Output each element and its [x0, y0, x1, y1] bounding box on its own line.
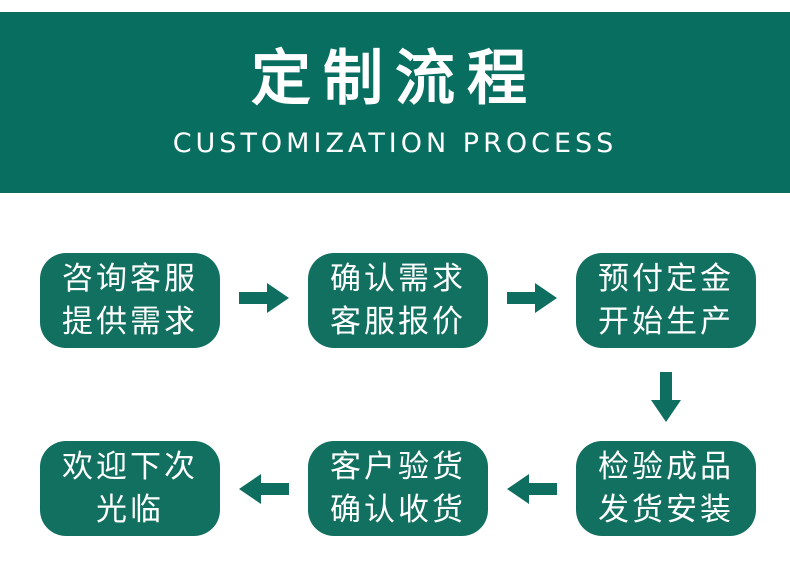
step-text-line: 确认收货	[330, 491, 466, 528]
step-customer-inspect: 客户验货 确认收货	[308, 441, 488, 536]
step-welcome-again: 欢迎下次 光临	[40, 441, 220, 536]
arrow-left-icon	[507, 474, 557, 504]
step-text-line: 确认需求	[330, 260, 466, 297]
step-text-line: 光临	[96, 491, 164, 528]
header-banner: 定制流程 CUSTOMIZATION PROCESS	[0, 12, 790, 193]
step-text-line: 开始生产	[598, 303, 734, 340]
step-text-line: 客服报价	[330, 303, 466, 340]
step-text-line: 客户验货	[330, 448, 466, 485]
step-confirm-quote: 确认需求 客服报价	[308, 253, 488, 348]
step-text-line: 发货安装	[598, 491, 734, 528]
step-deposit-production: 预付定金 开始生产	[576, 253, 756, 348]
step-inspect-ship: 检验成品 发货安装	[576, 441, 756, 536]
arrow-right-icon	[239, 283, 289, 313]
step-text-line: 提供需求	[62, 303, 198, 340]
step-text-line: 欢迎下次	[62, 448, 198, 485]
step-text-line: 预付定金	[598, 260, 734, 297]
page-title: 定制流程	[251, 44, 539, 114]
flowchart: 咨询客服 提供需求 确认需求 客服报价 预付定金 开始生产 检验成品 发货安装	[0, 193, 790, 565]
step-consult-service: 咨询客服 提供需求	[40, 253, 220, 348]
arrow-right-icon	[507, 283, 557, 313]
step-text-line: 咨询客服	[62, 260, 198, 297]
arrow-down-icon	[651, 372, 681, 422]
step-text-line: 检验成品	[598, 448, 734, 485]
page-subtitle: CUSTOMIZATION PROCESS	[172, 128, 618, 159]
arrow-left-icon	[239, 474, 289, 504]
